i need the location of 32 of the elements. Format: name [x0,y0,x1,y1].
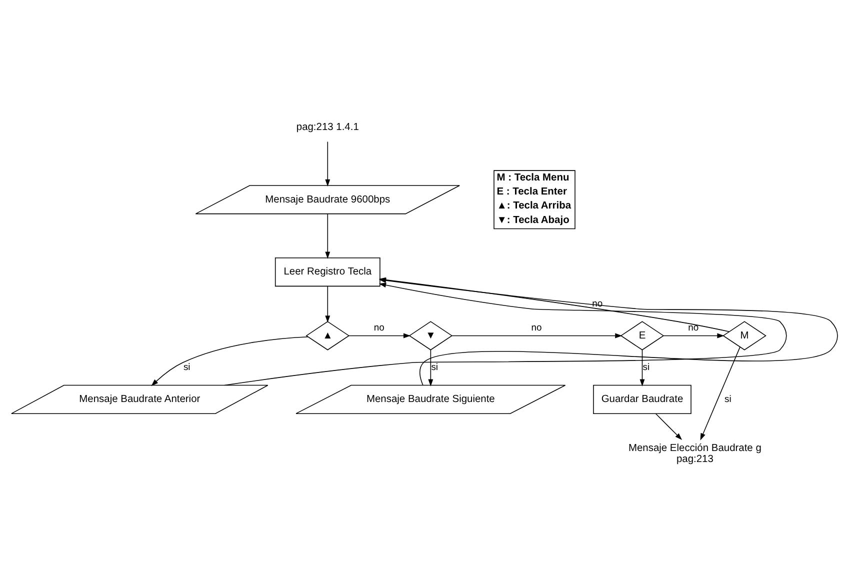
legend-label: ▼: Tecla Abajo [496,214,570,226]
arrow [655,412,682,440]
arrow [151,336,308,386]
edge-label: si [724,392,732,404]
node-diamond: M [722,320,766,350]
edge-label: no [531,321,542,332]
arrow [224,282,787,386]
edge-label: no [688,321,699,332]
node-text: pag:213 1.4.1 [296,121,359,132]
arrow [325,285,330,322]
arrow [663,332,724,338]
node-box: Leer Registro Tecla [274,256,380,286]
legend-label: ▲: Tecla Arriba [496,200,572,212]
node-diamond: ▲ [306,320,350,350]
node-box: Guardar Baudrate [593,384,692,414]
node-text: Mensaje Elección Baudrate g pag:213 [628,442,762,464]
edge-label: si [642,360,650,372]
edge-label: no [592,296,603,308]
arrow [452,332,622,338]
arrow [700,346,740,440]
edge-label: no [374,321,384,332]
node-diamond: E [620,320,664,350]
edge-label: si [431,360,438,372]
arrow [428,349,434,386]
arrow [325,140,330,186]
edge-label: si [183,360,190,372]
arrow [325,213,330,258]
legend-label: E : Tecla Enter [496,186,567,197]
arrow [640,349,645,386]
legend-label: M : Tecla Menu [496,172,570,183]
arrow [348,332,411,338]
node-diamond: ▼ [408,320,453,350]
